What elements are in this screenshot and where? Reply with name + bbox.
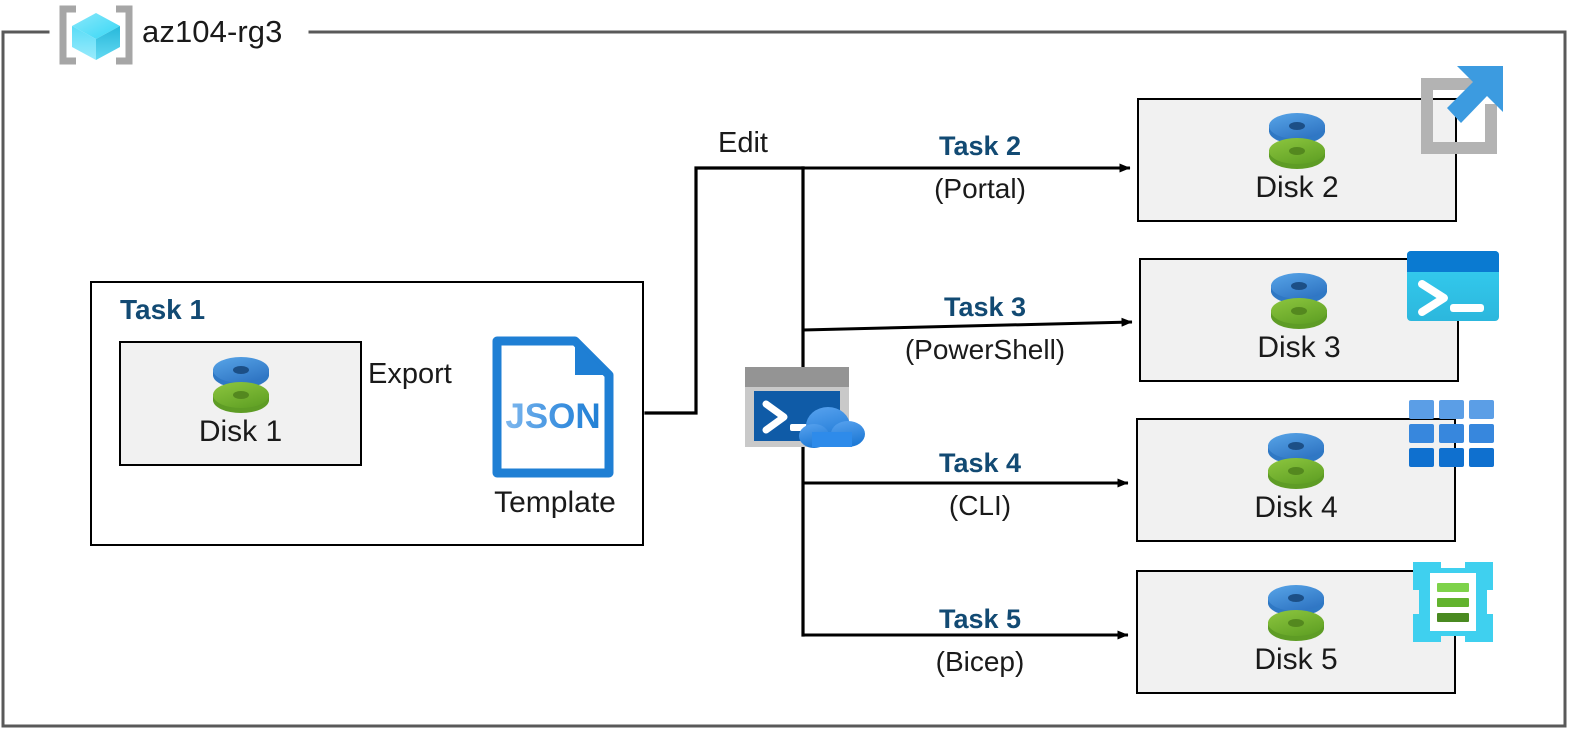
task3-label: Task 3 [943, 292, 1027, 322]
task1-label: Task 1 [120, 294, 206, 325]
disk-icon [1266, 109, 1328, 176]
disk-icon [210, 353, 272, 420]
resource-group-border [1, 30, 1567, 728]
portal-arrow [1447, 66, 1503, 123]
json-file-text: JSON [505, 397, 600, 436]
disk5-caption: Disk 5 [1254, 643, 1338, 676]
cloud-shape [799, 407, 865, 448]
disk2-caption: Disk 2 [1255, 171, 1339, 204]
disk-icon [1265, 429, 1327, 496]
task3-arrow [802, 317, 1133, 332]
edit-label: Edit [718, 127, 768, 159]
disk-icon [1268, 269, 1330, 336]
task2-method-label: (Portal) [934, 173, 1026, 204]
bicep-icon [1413, 562, 1493, 642]
task5-label: Task 5 [938, 604, 1022, 634]
disk1-caption: Disk 1 [198, 415, 283, 448]
azure-portal-icon [1421, 66, 1503, 154]
disk2-box: Disk 2 [1137, 98, 1457, 222]
template-caption: Template [494, 486, 616, 519]
disk3-box: Disk 3 [1139, 258, 1459, 382]
disk3-caption: Disk 3 [1257, 331, 1341, 364]
disk-icon [1265, 581, 1327, 648]
export-label: Export [368, 358, 452, 390]
disk5-box: Disk 5 [1136, 570, 1456, 694]
disk4-caption: Disk 4 [1254, 491, 1338, 524]
json-file-icon: JSON [492, 336, 614, 478]
task3-method-label: (PowerShell) [904, 334, 1066, 365]
cloud-shell-icon [745, 367, 865, 448]
disk4-box: Disk 4 [1136, 418, 1456, 542]
task4-method-label: (CLI) [948, 490, 1012, 521]
task4-label: Task 4 [938, 448, 1022, 478]
task5-method-label: (Bicep) [935, 646, 1025, 677]
powershell-icon [1407, 251, 1499, 321]
task2-label: Task 2 [938, 131, 1022, 161]
azure-cli-icon [1409, 400, 1494, 467]
disk1-box: Disk 1 [119, 341, 362, 466]
resource-group-title: az104-rg3 [142, 14, 283, 49]
resource-group-cube-icon [59, 5, 133, 65]
